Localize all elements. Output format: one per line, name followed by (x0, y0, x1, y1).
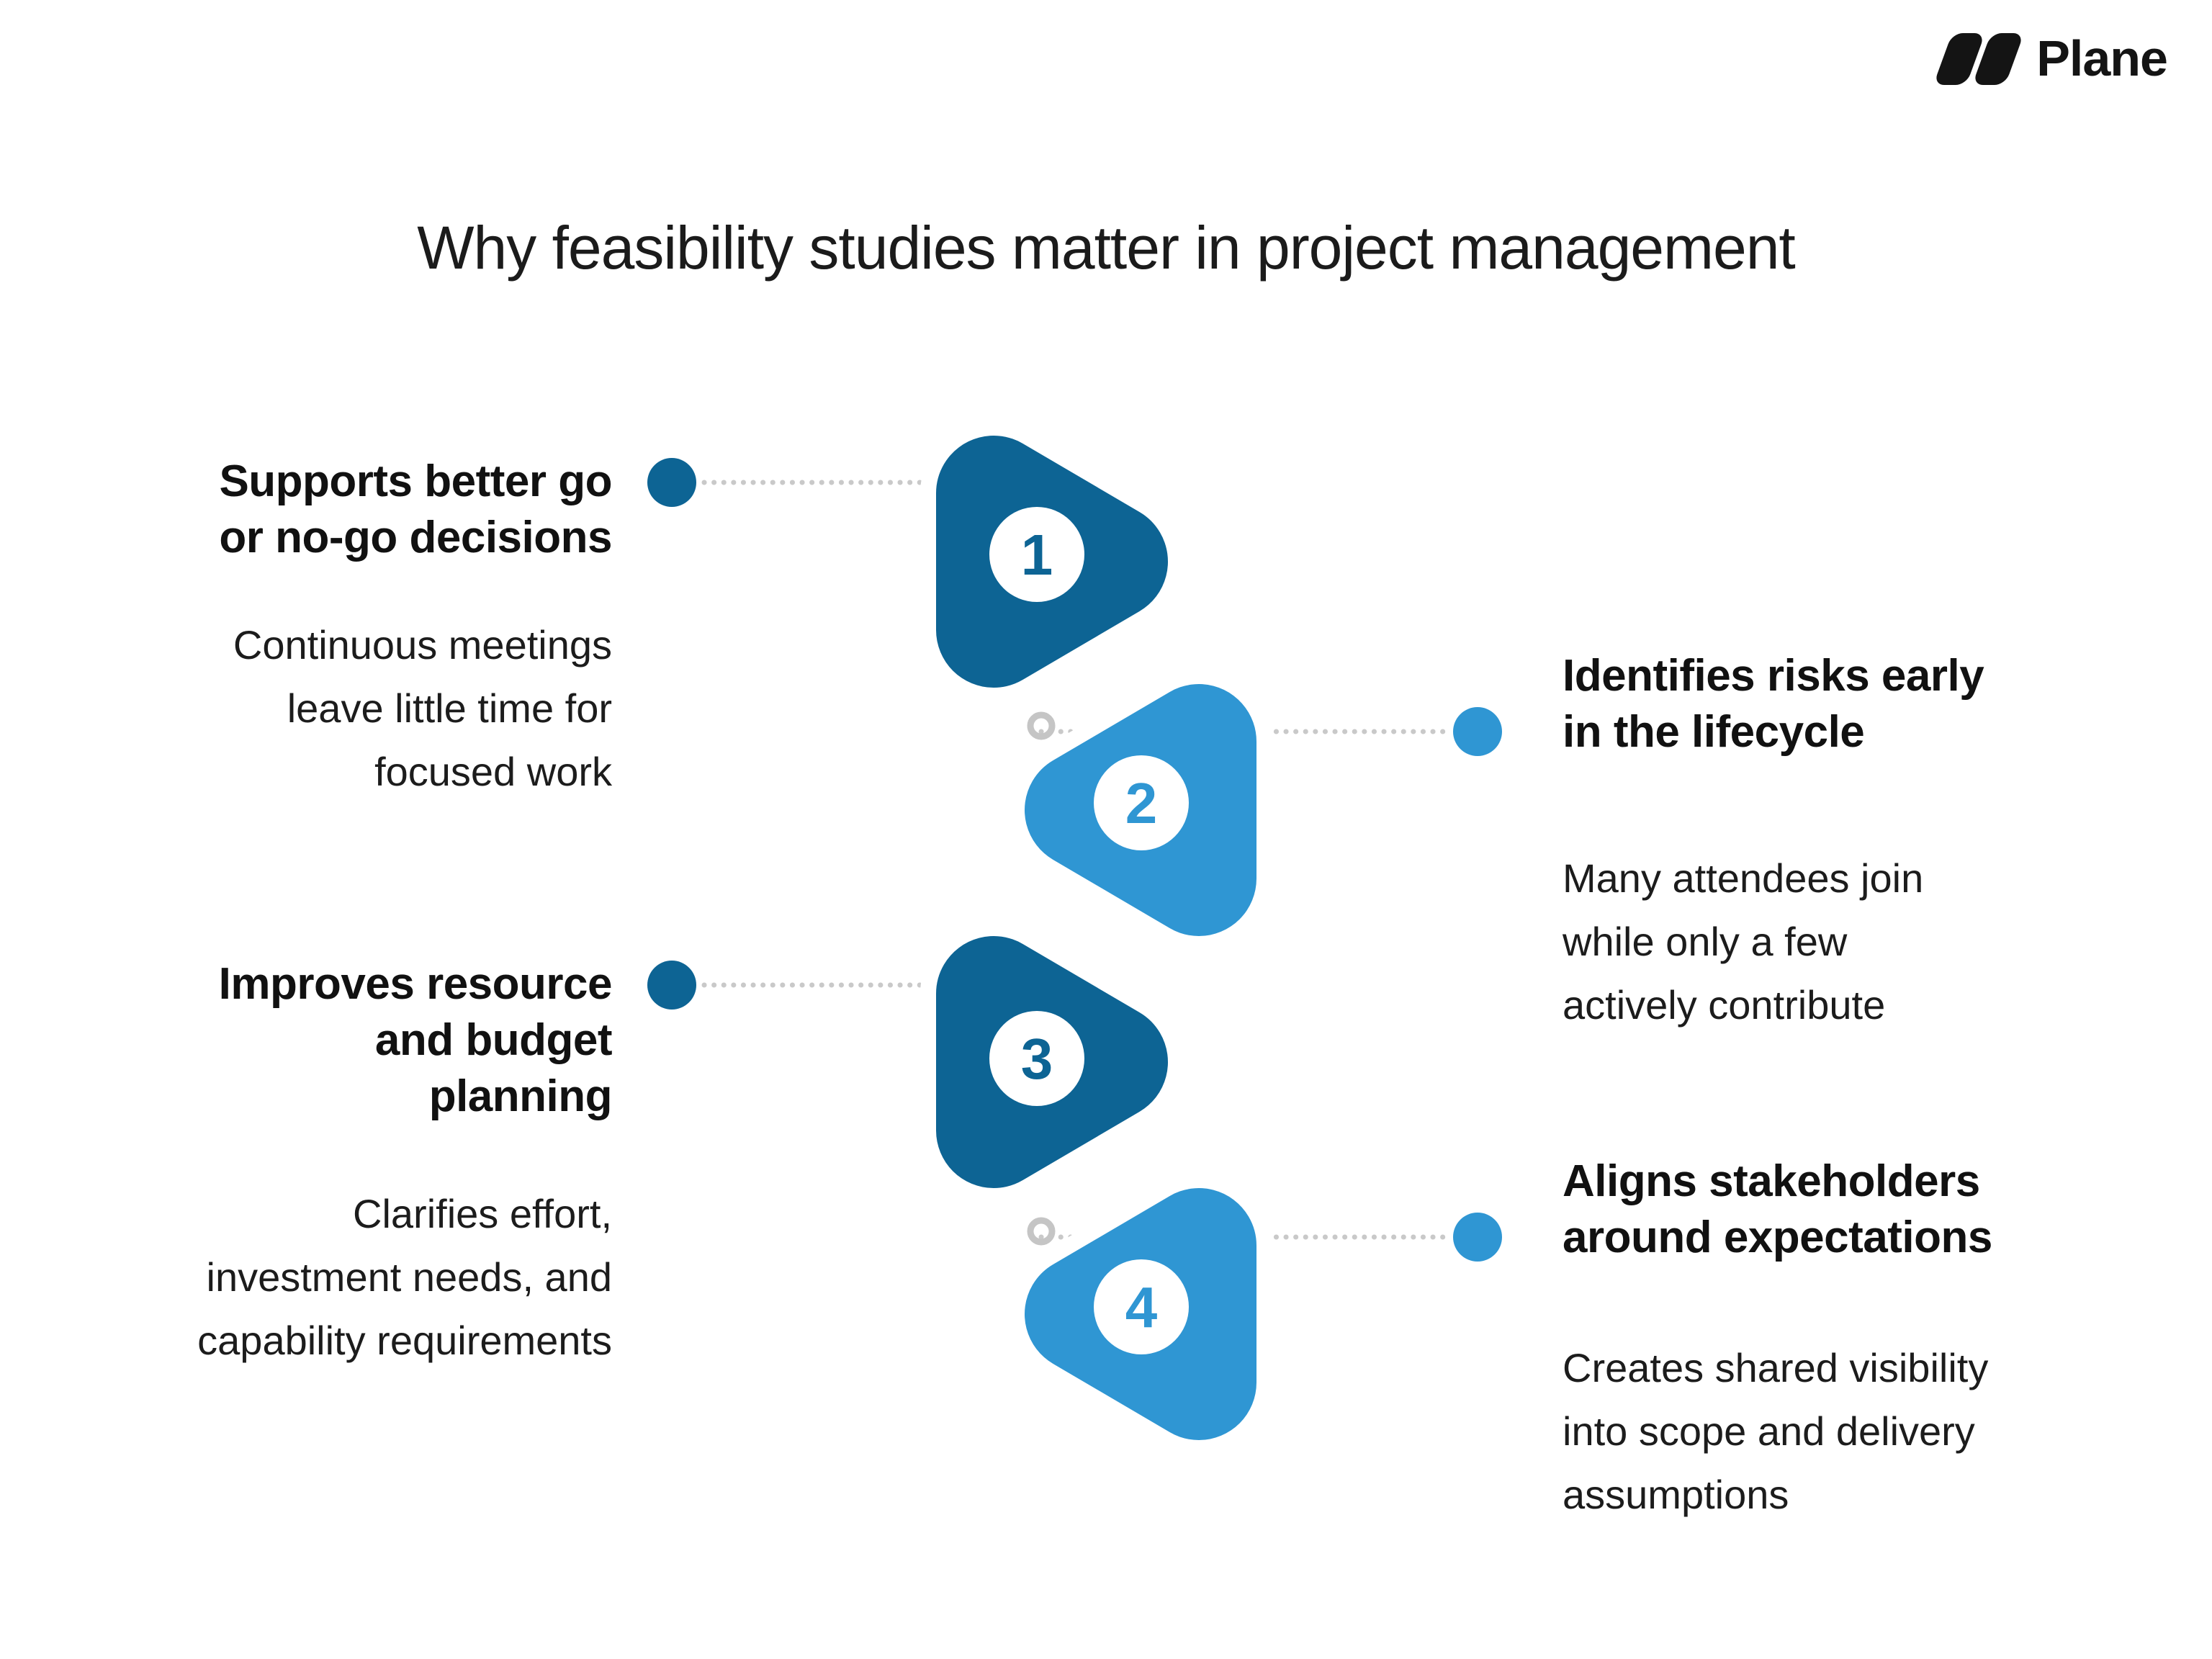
step-3-body: Clarifies effort, investment needs, and … (197, 1191, 612, 1363)
step-1-badge (989, 507, 1084, 602)
step-number-badges: 1 2 3 4 (989, 507, 1189, 1354)
step-4-heading: Aligns stakeholders around expectations (1563, 1156, 1992, 1262)
connector-dot-3 (647, 961, 696, 1010)
step-1-body: Continuous meetings leave little time fo… (233, 622, 612, 794)
step-3-number: 3 (1021, 1027, 1053, 1091)
step-4-body: Creates shared visibility into scope and… (1563, 1345, 1989, 1517)
connector-dot-1 (647, 458, 696, 507)
step-4-number: 4 (1125, 1275, 1158, 1339)
step-3-badge (989, 1011, 1084, 1106)
step-2-body: Many attendees join while only a few act… (1563, 855, 1924, 1028)
step-4-badge (1094, 1259, 1189, 1354)
page-title: Why feasibility studies matter in projec… (417, 214, 1796, 282)
plane-logo-text: Plane (2036, 30, 2168, 86)
connector-end-dots (647, 458, 1502, 1262)
step-2-heading: Identifies risks early in the lifecycle (1563, 651, 1984, 757)
step-2-badge (1094, 755, 1189, 850)
step-3-heading: Improves resource and budget planning (218, 959, 613, 1121)
connector-ring-2 (1027, 711, 1056, 740)
plane-logo: Plane (1933, 27, 2168, 89)
connector-dot-4 (1453, 1213, 1502, 1262)
step-1-number: 1 (1021, 523, 1053, 587)
step-1-heading: Supports better go or no-go decisions (219, 457, 612, 562)
step-2-number: 2 (1125, 771, 1158, 835)
connector-dot-2 (1453, 707, 1502, 756)
connector-ring-4 (1027, 1217, 1056, 1246)
